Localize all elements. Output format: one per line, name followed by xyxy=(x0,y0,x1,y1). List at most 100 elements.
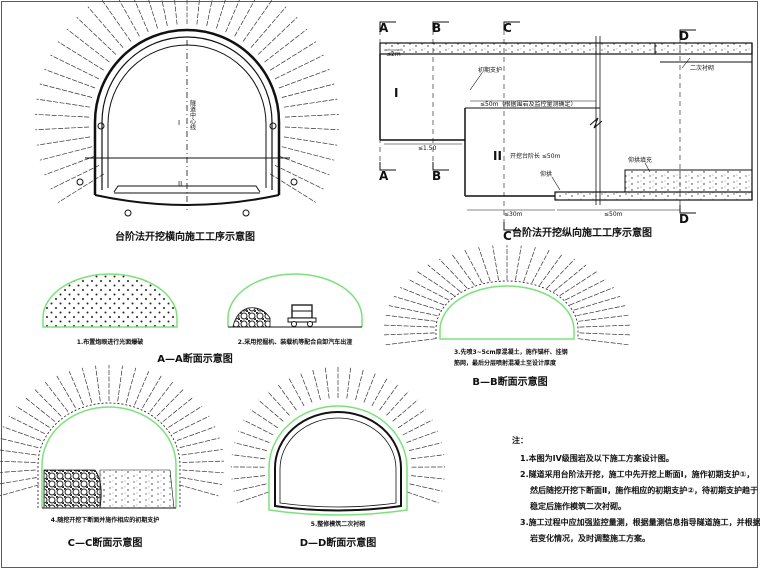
anchor-ray xyxy=(0,460,36,463)
anchor-ray xyxy=(0,477,37,485)
anchor-ray xyxy=(579,332,631,336)
anchor-ray xyxy=(216,0,226,29)
anchor-ray xyxy=(324,366,330,399)
anchor-ray xyxy=(371,377,388,407)
anchor-ray xyxy=(134,0,149,33)
anchor-ray xyxy=(182,469,224,474)
anchor-ray xyxy=(35,114,90,118)
anchor-ray xyxy=(34,388,62,417)
anchor-ray xyxy=(355,368,364,401)
label-second-lining: 二次衬砌 xyxy=(690,64,714,72)
anchor-ray xyxy=(162,396,194,422)
marker-B-bottom: B xyxy=(432,169,441,183)
anchor-ray xyxy=(0,437,39,448)
anchor-ray xyxy=(312,368,321,401)
anchor-ray xyxy=(406,491,439,504)
anchor-ray xyxy=(118,0,140,37)
anchor-ray xyxy=(569,287,614,306)
label-step-length: 开挖台阶长 ≤50m xyxy=(510,152,561,160)
note-3b: 岩变化情况，及时调整施工方案。 xyxy=(529,533,650,543)
anchor-ray xyxy=(264,28,308,63)
anchor-ray xyxy=(0,449,37,456)
label-top-dim: ≤50m（根据围岩及监控量测确定） xyxy=(480,100,577,108)
anchor-ray xyxy=(379,383,399,411)
anchor-ray xyxy=(258,399,284,422)
anchor-ray xyxy=(578,314,629,322)
anchor-ray xyxy=(281,146,335,161)
cc-anchor-rays xyxy=(0,365,224,497)
step1-section xyxy=(42,273,178,328)
anchor-ray xyxy=(284,126,339,131)
anchor-ray xyxy=(277,383,297,411)
anchor-ray xyxy=(168,405,203,428)
anchor-ray xyxy=(451,253,475,286)
anchor-ray xyxy=(231,475,265,480)
label-filling: 仰拱填充 xyxy=(628,156,652,164)
anchor-ray xyxy=(39,83,93,98)
anchor-ray xyxy=(57,41,104,71)
anchor-ray xyxy=(44,68,96,89)
anchor-ray xyxy=(539,253,563,286)
step3-label-line2: 筋网，最后分层喷射混凝土至设计厚度 xyxy=(453,359,557,367)
marker-A-bottom: A xyxy=(379,169,389,183)
anchor-ray xyxy=(149,381,174,413)
anchor-ray xyxy=(15,405,50,428)
center-line-label: 隧道中心线 xyxy=(189,99,196,130)
anchor-ray xyxy=(402,419,433,436)
anchor-ray xyxy=(101,0,132,42)
dd-anchor-rays xyxy=(230,366,446,504)
anchor-ray xyxy=(411,475,445,480)
anchor-ray xyxy=(406,430,438,443)
zone-I-longitudinal: I xyxy=(394,86,398,100)
caption-dd: D—D断面示意图 xyxy=(300,536,377,549)
anchor-ray xyxy=(8,415,45,435)
dd-section xyxy=(268,405,408,516)
anchor-ray xyxy=(174,0,178,25)
anchor-ray xyxy=(274,54,324,80)
anchor-ray xyxy=(87,6,124,48)
anchor-ray xyxy=(237,491,270,504)
anchor-ray xyxy=(50,164,100,190)
anchor-ray xyxy=(134,371,150,406)
step4-label: 4.随挖开挖下断面并施作相应的初期支护 xyxy=(51,516,159,524)
anchor-ray xyxy=(410,454,445,460)
marker-C-top: C xyxy=(503,21,512,35)
anchor-ray xyxy=(57,173,105,203)
anchor-ray xyxy=(417,271,455,296)
anchor-ray xyxy=(39,146,93,161)
anchor-ray xyxy=(206,0,213,27)
anchor-ray xyxy=(234,0,256,37)
caption-cc: C—C断面示意图 xyxy=(68,536,143,549)
anchor-ray xyxy=(176,426,216,441)
anchor-ray xyxy=(44,155,96,176)
zone-I-label: I xyxy=(178,119,180,127)
anchor-ray xyxy=(181,477,222,485)
anchor-ray xyxy=(515,245,522,281)
anchor-ray xyxy=(274,164,324,190)
bb-section xyxy=(435,280,579,340)
caption-transverse: 台阶法开挖横向施工工序示意图 xyxy=(115,230,255,243)
anchor-ray xyxy=(439,258,468,289)
dim-bottom-right: ≤50m xyxy=(604,211,623,218)
anchor-ray xyxy=(383,332,435,336)
anchor-ray xyxy=(148,0,158,29)
anchor-ray xyxy=(156,388,184,417)
anchor-ray xyxy=(66,28,110,63)
anchor-ray xyxy=(2,426,42,441)
anchor-ray xyxy=(388,305,438,317)
anchor-ray xyxy=(225,0,240,33)
note-3a: 3.施工过程中应加强监控量测，根据量测信息指导隧道施工，并根据围 xyxy=(520,517,760,527)
caption-aa: A—A断面示意图 xyxy=(157,352,232,365)
anchor-ray xyxy=(0,469,36,473)
step2-section xyxy=(227,273,363,328)
anchor-ray xyxy=(578,338,629,346)
anchor-ray xyxy=(393,295,441,311)
anchor-ray xyxy=(281,83,335,98)
anchor-ray xyxy=(386,391,409,416)
anchor-ray xyxy=(173,415,210,435)
anchor-ray xyxy=(553,264,587,292)
longitudinal-profile xyxy=(379,21,753,231)
dim-bottom-left: ≤30m xyxy=(504,211,523,218)
anchor-ray xyxy=(233,483,267,492)
